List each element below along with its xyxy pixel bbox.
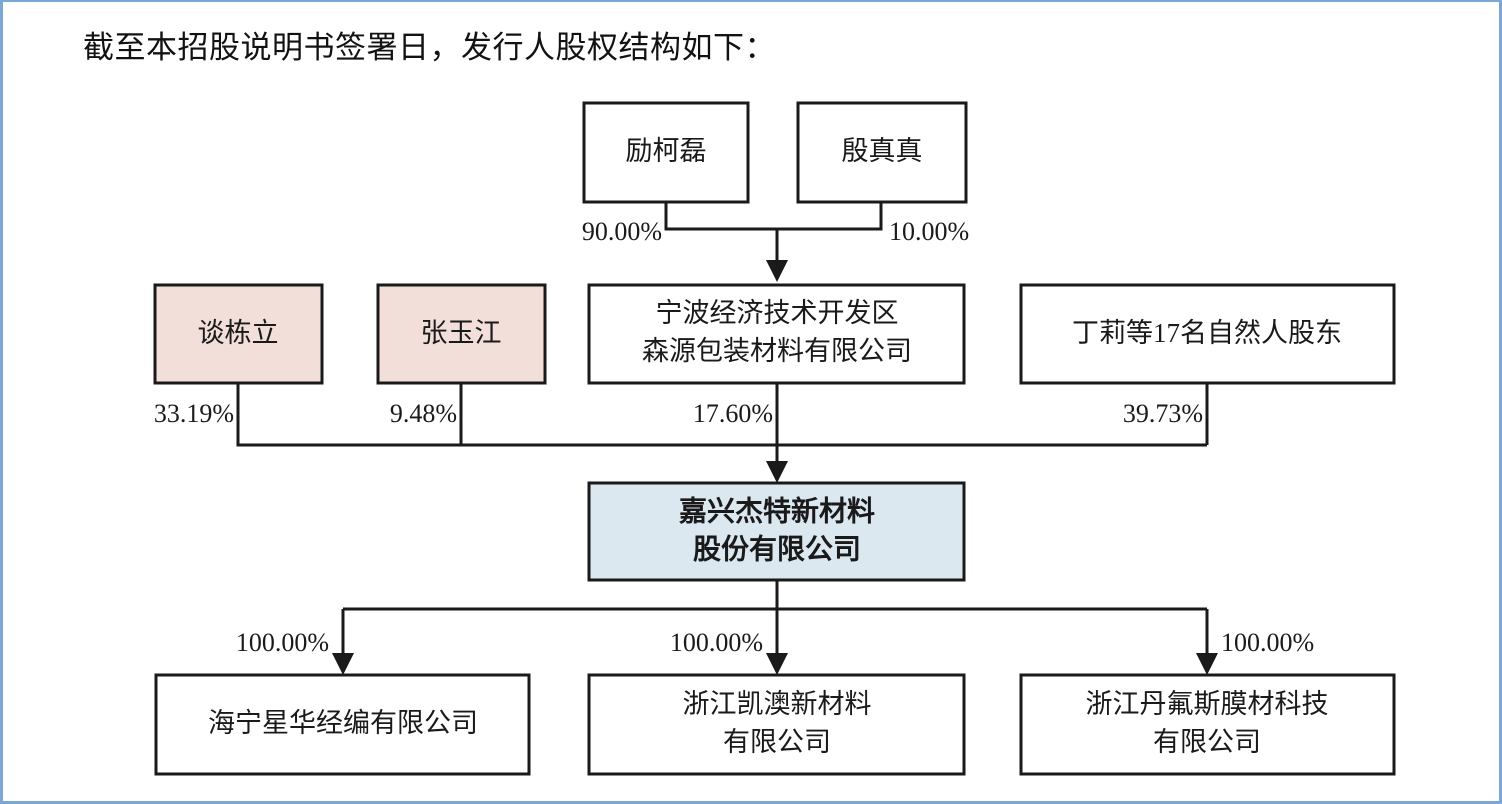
node-xinghua-label: 海宁星华经编有限公司 (208, 708, 478, 738)
node-kaiao-label-line1: 浙江凯澳新材料 (683, 689, 872, 719)
edge-label-issuer-xinghua: 100.00% (236, 628, 329, 657)
node-danfusi-label-line1: 浙江丹氟斯膜材科技 (1086, 689, 1329, 719)
node-yinzhen[interactable]: 殷真真 (796, 101, 968, 204)
node-senyuan-label-line1: 宁波经济技术开发区 (656, 298, 899, 328)
page-title: 截至本招股说明书签署日，发行人股权结构如下： (83, 30, 776, 65)
node-tandongli-label: 谈栋立 (198, 318, 279, 348)
node-dingli[interactable]: 丁莉等17名自然人股东 (1019, 283, 1396, 385)
node-kaiao-label-line2: 有限公司 (723, 727, 831, 757)
edge-label-issuer-kaiao: 100.00% (670, 628, 763, 657)
arrowhead-to-danfusi (1196, 653, 1218, 675)
connector-yinzhen-to-senyuan (777, 202, 883, 231)
arrowhead-to-senyuan (766, 260, 788, 282)
connector-bus-to-issuer (236, 383, 1209, 464)
ownership-structure-chart: 励柯磊 殷真真 90.00% 10.00% 谈栋立 张玉江 宁波经济技术开发区 … (153, 101, 1396, 776)
edge-label-liklei-senyuan: 90.00% (582, 217, 662, 246)
arrowhead-to-xinghua (332, 653, 354, 675)
node-tandongli[interactable]: 谈栋立 (153, 283, 324, 385)
arrowhead-to-kaiao (766, 653, 788, 675)
node-yinzhen-label: 殷真真 (842, 136, 923, 166)
node-xinghua[interactable]: 海宁星华经编有限公司 (154, 673, 531, 776)
edge-label-tandongli-issuer: 33.19% (154, 399, 234, 428)
arrowhead-to-issuer (766, 461, 788, 483)
edge-label-senyuan-issuer: 17.60% (693, 399, 773, 428)
node-danfusi[interactable]: 浙江丹氟斯膜材科技 有限公司 (1019, 673, 1396, 776)
edge-label-dingli-issuer: 39.73% (1123, 399, 1203, 428)
node-zhangyujiang-label: 张玉江 (421, 318, 502, 348)
edge-label-issuer-danfusi: 100.00% (1221, 628, 1314, 657)
node-issuer[interactable]: 嘉兴杰特新材料 股份有限公司 (587, 481, 966, 582)
node-issuer-label-line1: 嘉兴杰特新材料 (679, 495, 875, 527)
edge-label-yinzhen-senyuan: 10.00% (889, 217, 969, 246)
connector-issuer-to-subsidiaries (341, 580, 1209, 656)
node-liklei[interactable]: 励柯磊 (582, 101, 750, 204)
edge-label-zhangyujiang-issuer: 9.48% (390, 399, 457, 428)
connector-liklei-to-senyuan (664, 202, 779, 264)
node-senyuan[interactable]: 宁波经济技术开发区 森源包装材料有限公司 (587, 283, 966, 385)
node-senyuan-label-line2: 森源包装材料有限公司 (642, 336, 912, 366)
node-kaiao[interactable]: 浙江凯澳新材料 有限公司 (587, 673, 966, 776)
node-danfusi-label-line2: 有限公司 (1153, 727, 1261, 757)
node-issuer-label-line2: 股份有限公司 (693, 533, 861, 565)
node-dingli-label: 丁莉等17名自然人股东 (1072, 318, 1342, 348)
node-liklei-label: 励柯磊 (626, 136, 707, 166)
node-zhangyujiang[interactable]: 张玉江 (376, 283, 547, 385)
